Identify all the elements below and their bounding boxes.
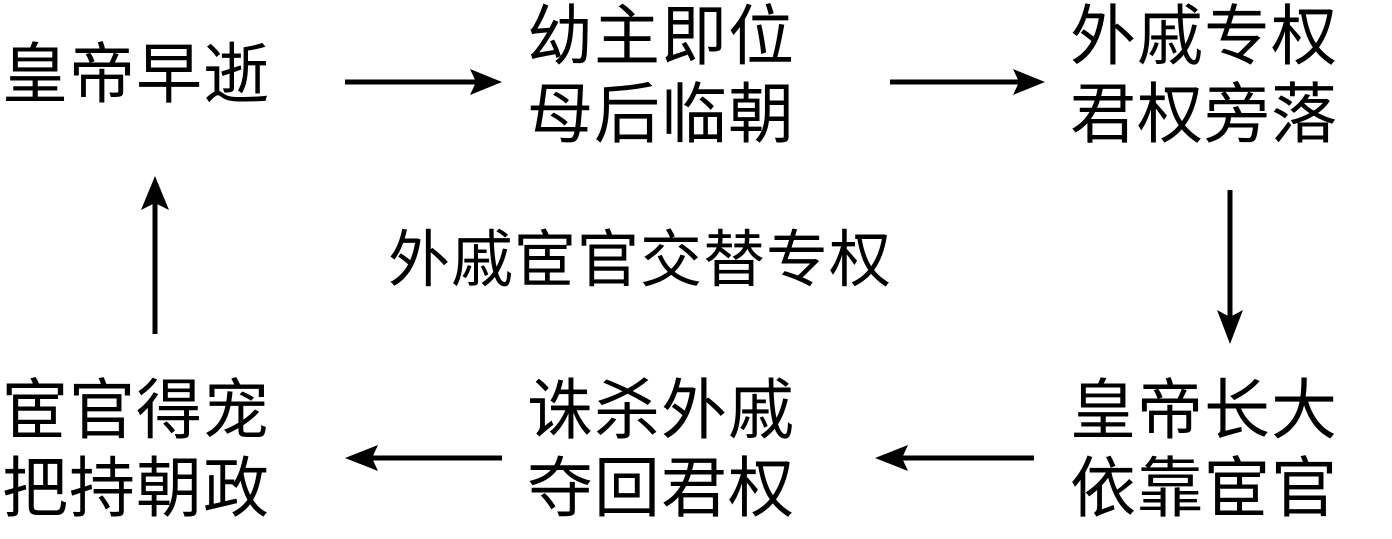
arrow-right-icon-top-right: [890, 62, 1048, 102]
node-line-2: 君权旁落: [1070, 76, 1338, 153]
arrow-left-icon-bottom-right: [872, 438, 1034, 478]
node-consort-clan-monopolizes-power: 外戚专权 君权旁落: [1070, 0, 1338, 154]
node-emperor-dies-early: 皇帝早逝: [2, 36, 270, 114]
node-line-1: 幼主即位: [527, 0, 795, 75]
node-line-2: 把持朝政: [2, 450, 270, 527]
node-line-1: 皇帝长大: [1070, 372, 1338, 449]
node-execute-consort-clan: 诛杀外戚 夺回君权: [527, 372, 795, 528]
node-line-1: 皇帝早逝: [2, 36, 270, 113]
node-line-2: 夺回君权: [527, 450, 795, 527]
diagram-center-label: 外戚宦官交替专权: [388, 223, 893, 296]
node-line-1: 诛杀外戚: [527, 372, 795, 449]
node-line-1: 宦官得宠: [2, 372, 270, 449]
arrow-right-icon-top-left: [345, 62, 505, 102]
node-line-2: 依靠宦官: [1070, 450, 1338, 527]
node-eunuchs-gain-favor: 宦官得宠 把持朝政: [2, 372, 270, 528]
node-young-ruler-ascends: 幼主即位 母后临朝: [527, 0, 795, 154]
node-line-1: 外戚专权: [1070, 0, 1338, 75]
arrow-down-icon-right: [1210, 190, 1250, 346]
arrow-up-icon-left: [135, 172, 175, 334]
arrow-left-icon-bottom-left: [342, 438, 502, 478]
node-line-2: 母后临朝: [527, 76, 795, 153]
node-emperor-grows-up: 皇帝长大 依靠宦官: [1070, 372, 1338, 528]
